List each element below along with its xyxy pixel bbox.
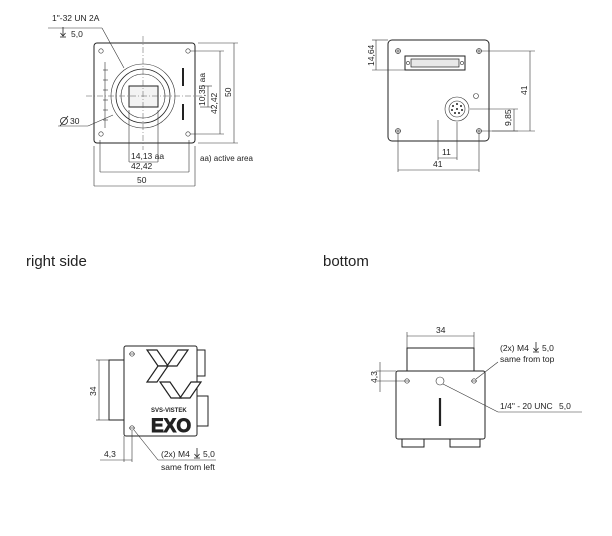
- tripod-hole: [435, 376, 445, 386]
- tripod-depth: 5,0: [559, 401, 571, 411]
- dim-41-height-label: 41: [519, 85, 529, 95]
- tripod-note: 1/4" - 20 UNC: [500, 401, 553, 411]
- sensor: [128, 85, 159, 108]
- side-dim-34-label: 34: [88, 386, 98, 396]
- bottom-dim-4-3-label: 4,3: [369, 371, 379, 383]
- depth-symbol-icon: [60, 27, 66, 38]
- side-dim-4-3-label: 4,3: [104, 449, 116, 459]
- bottom-hole-note: (2x) M4: [500, 343, 529, 353]
- side-hole-note-2: same from left: [161, 462, 215, 472]
- bottom-hole-depth: 5,0: [542, 343, 554, 353]
- back-housing: [387, 39, 490, 142]
- thread-spec-label: 1"-32 UN 2A: [52, 13, 100, 23]
- depth-symbol-icon: [194, 448, 200, 459]
- dim-9-85-label: 9,85: [503, 109, 513, 126]
- dim-10-35-label: 10,35 aa: [197, 73, 207, 106]
- exo-x-logo: [145, 349, 203, 399]
- power-connector-pins: [451, 103, 463, 114]
- bottom-view: 34 4,3 (2x) M4 5,0 same from top 1/4" - …: [369, 325, 582, 448]
- diameter-label: 30: [70, 116, 80, 126]
- status-led: [473, 93, 479, 99]
- dim-14-64-label: 14,64: [366, 44, 376, 66]
- front-scale-marks: [103, 62, 184, 128]
- brand-small-label: SVS-VISTEK: [151, 408, 187, 414]
- bottom-connector-left: [401, 438, 425, 448]
- bottom-lens-mount: [406, 347, 475, 372]
- thread-depth-label: 5,0: [71, 29, 83, 39]
- bottom-connector-right: [449, 438, 481, 448]
- side-hole-depth: 5,0: [203, 449, 215, 459]
- side-hole-note: (2x) M4: [161, 449, 190, 459]
- side-power-connector: [196, 395, 209, 427]
- front-view: 1"-32 UN 2A 5,0 30 14,13 aa 42,42 50: [48, 13, 253, 187]
- dim-41-width-label: 41: [433, 159, 443, 169]
- bottom-dim-34-label: 34: [436, 325, 446, 335]
- brand-exo-logo: EXO: [151, 416, 191, 437]
- back-corner-holes: [395, 48, 482, 134]
- dim-42-42-width-label: 42,42: [131, 161, 153, 171]
- lens-mount-side: [108, 359, 125, 421]
- front-corner-holes: [98, 48, 191, 137]
- dim-42-42-height-label: 42,42: [209, 92, 219, 114]
- right-side-title: right side: [26, 253, 87, 270]
- bottom-hole-note-2: same from top: [500, 354, 555, 364]
- dim-14-13-label: 14,13 aa: [131, 151, 164, 161]
- diameter-symbol-icon: [59, 115, 69, 127]
- side-housing: [123, 345, 198, 437]
- side-data-connector: [196, 349, 206, 377]
- bottom-title: bottom: [323, 253, 369, 270]
- power-connector: [444, 96, 470, 122]
- right-side-view: SVS-VISTEK EXO 34 4,3 (2x) M4 5,0 same f…: [88, 345, 216, 472]
- depth-symbol-icon: [533, 342, 539, 353]
- dim-11-label: 11: [442, 147, 451, 157]
- dim-50-width-label: 50: [137, 175, 147, 185]
- dim-50-height-label: 50: [223, 87, 233, 97]
- active-area-note: aa) active area: [200, 154, 253, 163]
- back-view: 14,64 41 9,85 11 41: [366, 39, 535, 172]
